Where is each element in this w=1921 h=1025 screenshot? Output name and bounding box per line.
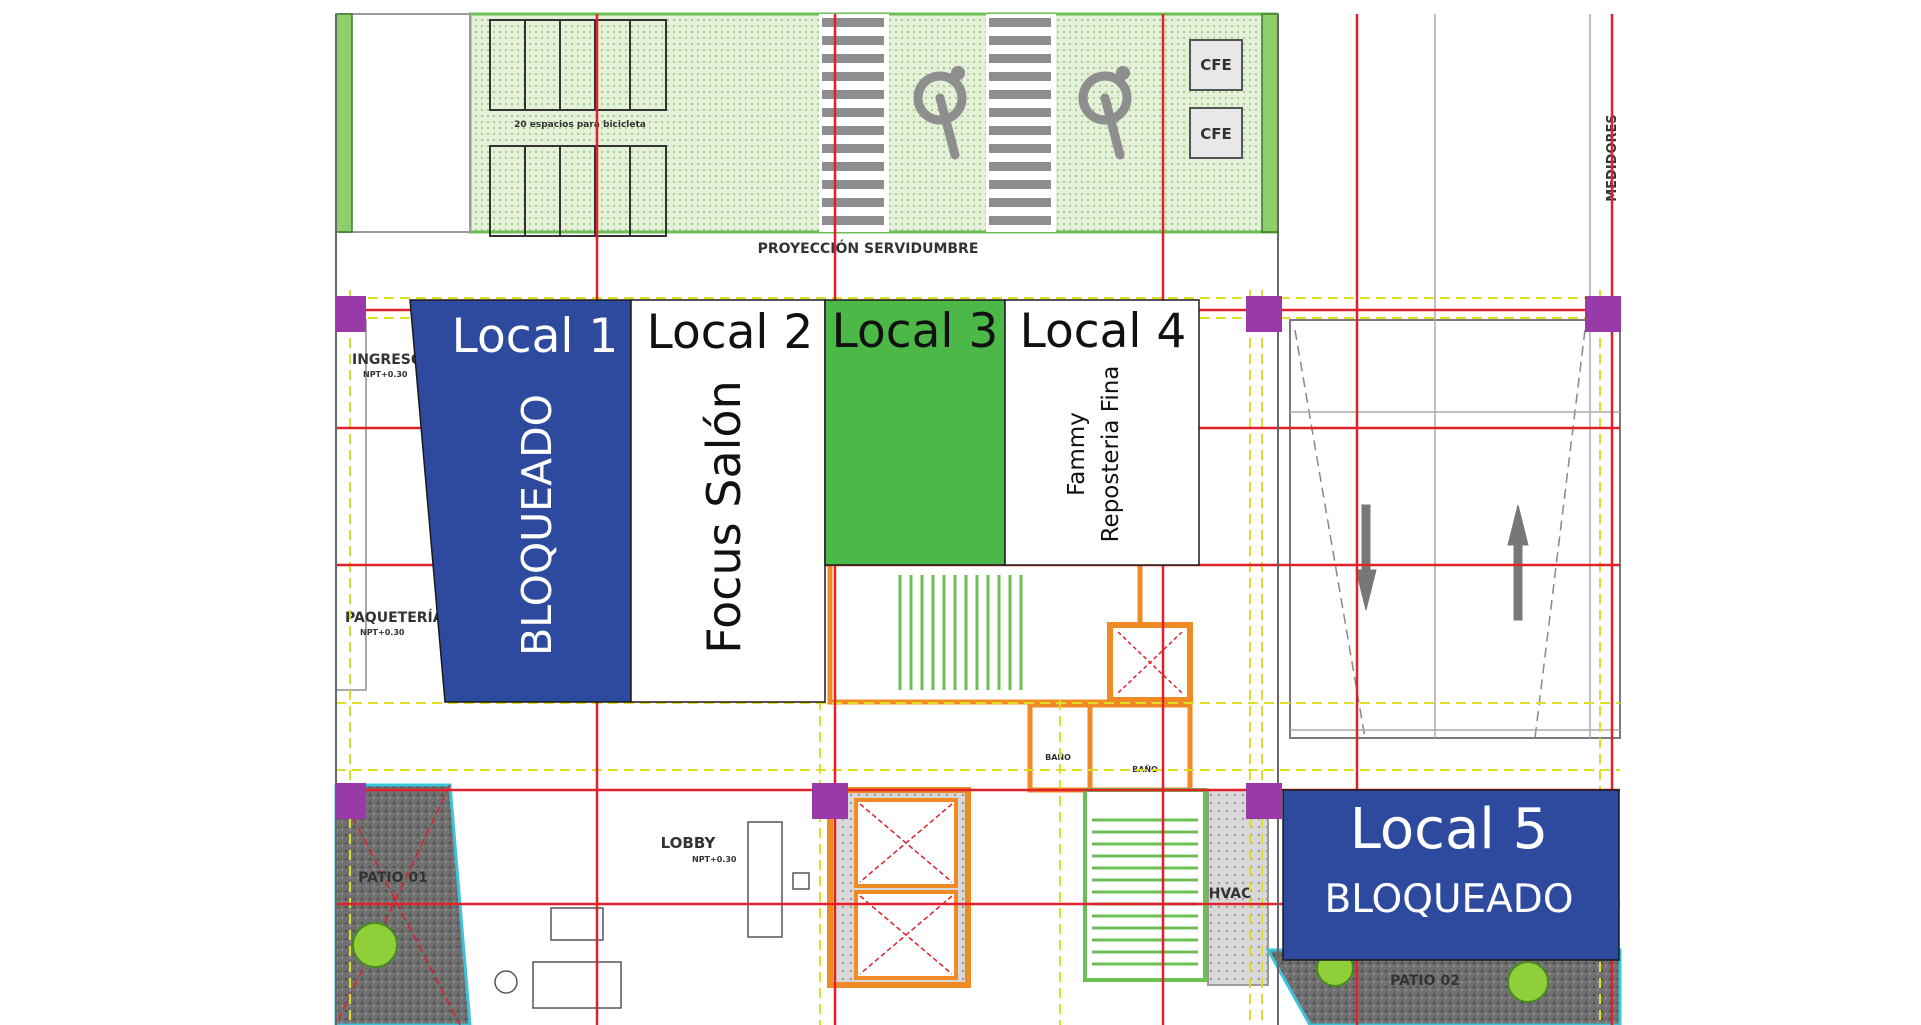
crosswalk-right	[986, 14, 1056, 232]
local-2-tenant: Focus Salón	[697, 380, 751, 653]
paqueteria-label: PAQUETERÍA	[345, 609, 444, 626]
elevator-x	[859, 803, 953, 975]
shaft-lines	[1290, 14, 1620, 738]
right-shaft	[1289, 319, 1621, 739]
crosswalk-stripe	[989, 18, 1051, 27]
patio-02-label: PATIO 02	[1390, 973, 1460, 989]
crosswalk-stripe	[989, 36, 1051, 45]
elevator-x	[1117, 631, 1183, 694]
planter-left	[335, 13, 353, 233]
crosswalk-stripe	[989, 144, 1051, 153]
crosswalk-stripe	[989, 108, 1051, 117]
crosswalk-stripe	[822, 162, 884, 171]
tree-icon	[1507, 961, 1549, 1003]
shaft-dashed-lines	[1294, 329, 1586, 739]
local-5-status: BLOQUEADO	[1324, 877, 1573, 922]
local-3-title: Local 3	[832, 304, 999, 359]
crosswalk-stripe	[989, 180, 1051, 189]
local-4-tenant-line2: Reposteria Fina	[1098, 366, 1124, 543]
structural-columns	[336, 296, 1621, 819]
local-4-tenant-line1: Fammy	[1064, 412, 1090, 496]
crosswalk-stripe	[989, 162, 1051, 171]
local-5-title: Local 5	[1350, 797, 1549, 862]
cfe-label: CFE	[1200, 125, 1232, 143]
stairs-top	[898, 575, 1023, 690]
local-3-unit[interactable]	[824, 299, 1006, 566]
local-1-status: BLOQUEADO	[513, 394, 561, 656]
crosswalk-stripe	[822, 180, 884, 189]
plant-pot	[494, 970, 518, 994]
crosswalk-stripe	[989, 216, 1051, 225]
patio-01-label: PATIO 01	[358, 870, 428, 886]
crosswalk-stripes	[822, 18, 1051, 225]
local-4-title: Local 4	[1020, 304, 1187, 359]
lobby-npt: NPT+0.30	[692, 855, 737, 864]
local-2-title: Local 2	[647, 305, 814, 360]
local-5-unit[interactable]	[1282, 789, 1620, 961]
crosswalk-stripe	[822, 198, 884, 207]
paqueteria-npt: NPT+0.30	[360, 628, 405, 637]
cfe-label: CFE	[1200, 56, 1232, 74]
crosswalk-stripe	[822, 18, 884, 27]
crosswalk-stripe	[989, 126, 1051, 135]
ingreso-label: INGRESO	[352, 352, 423, 368]
coffee-table	[550, 907, 604, 941]
crosswalk-stripe	[822, 108, 884, 117]
accessibility-icon	[1078, 66, 1132, 160]
crosswalk-stripe	[822, 144, 884, 153]
accessibility-icon	[913, 66, 967, 160]
crosswalk-stripe	[989, 72, 1051, 81]
lobby-label: LOBBY	[661, 834, 717, 852]
arrow-down-icon	[1355, 504, 1377, 611]
cfe-box	[1189, 39, 1243, 91]
crosswalk-stripe	[989, 54, 1051, 63]
top-left-white-room	[339, 13, 471, 233]
bike-racks	[489, 19, 667, 237]
crosswalk-stripe	[822, 72, 884, 81]
bike-note: 20 espacios para bicicleta	[514, 120, 646, 130]
crosswalk-stripe	[822, 216, 884, 225]
servidumbre-label: PROYECCIÓN SERVIDUMBRE	[758, 239, 979, 257]
crosswalk-stripe	[822, 36, 884, 45]
hvac-label: HVAC	[1209, 886, 1252, 902]
cfe-box	[1189, 107, 1243, 159]
reception-desk	[747, 821, 783, 938]
ingreso-npt: NPT+0.30	[363, 370, 408, 379]
chair	[792, 872, 810, 890]
sofa	[532, 961, 622, 1009]
crosswalk-stripe	[989, 90, 1051, 99]
bathroom-2	[1087, 702, 1193, 793]
crosswalk-stripe	[989, 198, 1051, 207]
planter-right	[1261, 13, 1279, 233]
local-1-title: Local 1	[452, 309, 619, 364]
crosswalk-stripe	[822, 90, 884, 99]
local-4-unit[interactable]	[1004, 299, 1200, 566]
hvac-units	[1207, 789, 1269, 986]
bano-label: BAÑO	[1045, 752, 1071, 762]
local-2-unit[interactable]	[630, 299, 826, 703]
stair-core	[827, 559, 1143, 705]
crosswalk-stripe	[822, 54, 884, 63]
lower-stair	[1083, 788, 1207, 982]
crosswalk-left	[819, 14, 889, 232]
tree-icon	[352, 922, 398, 968]
crosswalk-stripe	[822, 126, 884, 135]
arrow-up-icon	[1507, 504, 1529, 621]
